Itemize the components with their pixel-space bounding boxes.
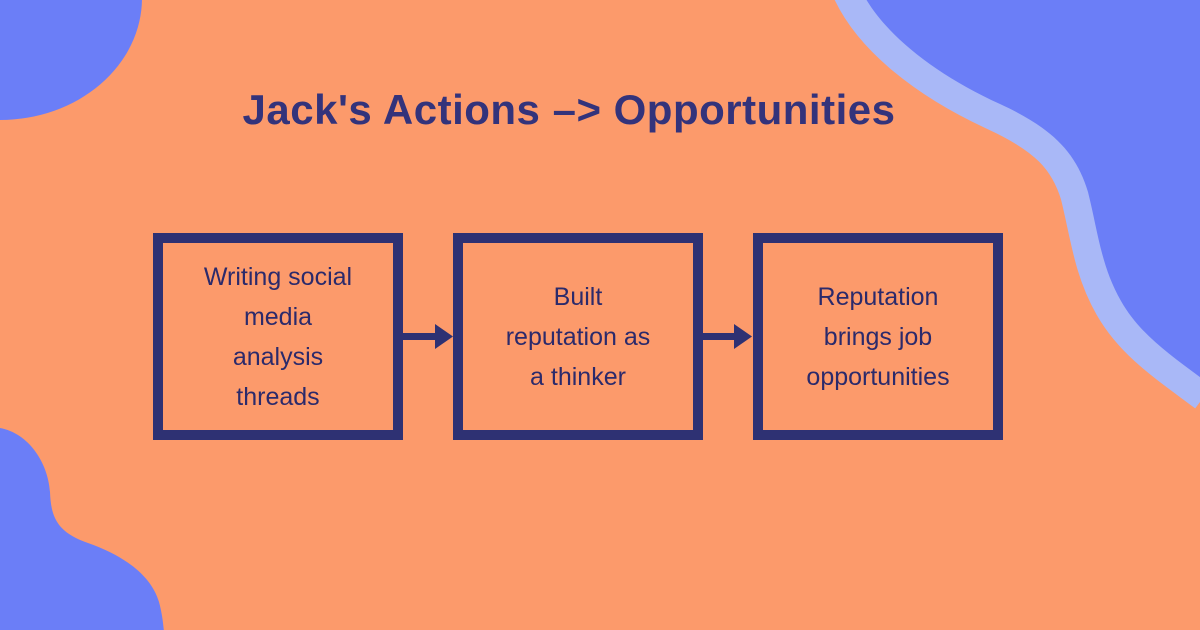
flow-step-3-label: Reputation brings job opportunities — [806, 282, 950, 391]
arrow-right-icon — [702, 324, 752, 349]
top-right-blob — [866, 0, 1200, 378]
flow-step-2-label: Built reputation as a thinker — [505, 282, 651, 391]
bottom-left-blob — [0, 428, 164, 630]
flow-step-1-label: Writing social media analysis threads — [203, 262, 353, 411]
flow-step-2: Built reputation as a thinker — [453, 233, 703, 440]
arrow-right-icon — [403, 324, 453, 349]
flow-step-3: Reputation brings job opportunities — [753, 233, 1003, 440]
top-left-blob — [0, 0, 142, 120]
flow-step-1: Writing social media analysis threads — [153, 233, 403, 440]
page-title: Jack's Actions –> Opportunities — [242, 86, 896, 133]
